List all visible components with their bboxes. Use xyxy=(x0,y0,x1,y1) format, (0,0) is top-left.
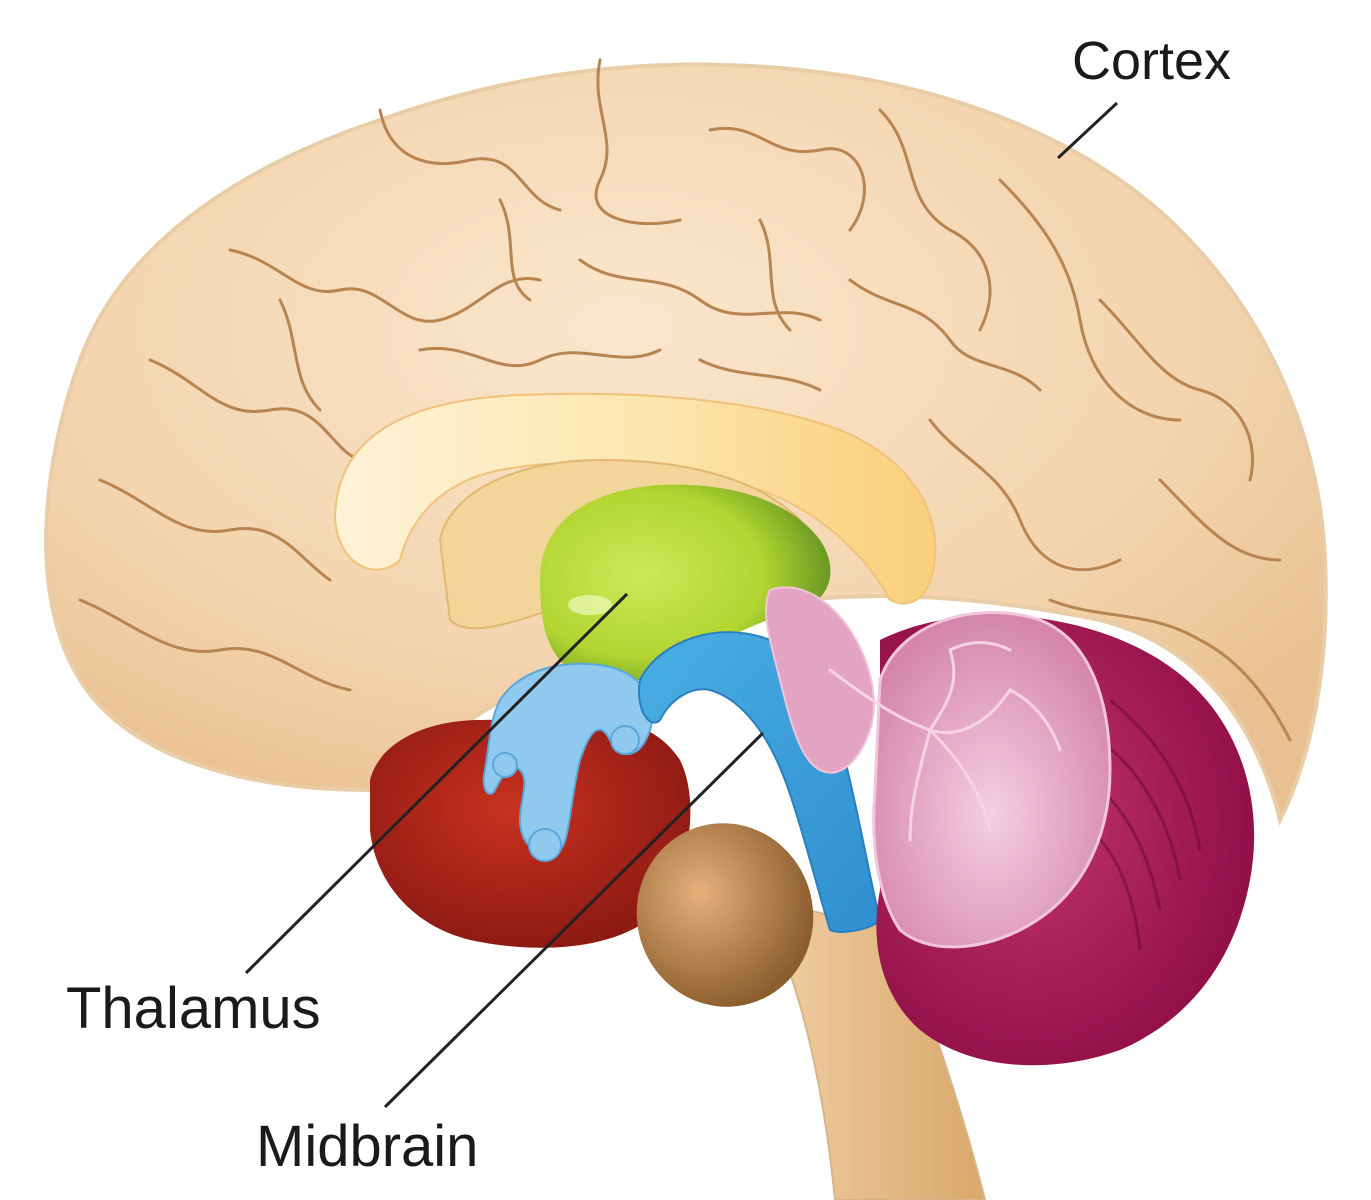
gyri-lines xyxy=(78,58,1292,742)
cortex-label: Cortex xyxy=(1072,31,1232,91)
thalamus-highlight xyxy=(568,595,612,615)
midbrain-leader-line xyxy=(383,731,765,1109)
thalamus-leader-line xyxy=(244,592,629,975)
midbrain-label: Midbrain xyxy=(256,1114,479,1179)
thalamus-shape xyxy=(540,484,831,683)
leader-lines xyxy=(244,101,1119,1109)
hypothalamus-shape xyxy=(482,662,654,862)
cortex-leader-line xyxy=(1056,101,1119,160)
thalamus-label: Thalamus xyxy=(66,976,321,1041)
cerebellar-peduncle-shape xyxy=(764,586,875,774)
arbor-vitae xyxy=(828,641,1062,842)
corpus-callosum-shape xyxy=(333,392,937,605)
pons-shape xyxy=(636,823,814,1007)
cerebellum-inner-shape xyxy=(872,611,1112,949)
